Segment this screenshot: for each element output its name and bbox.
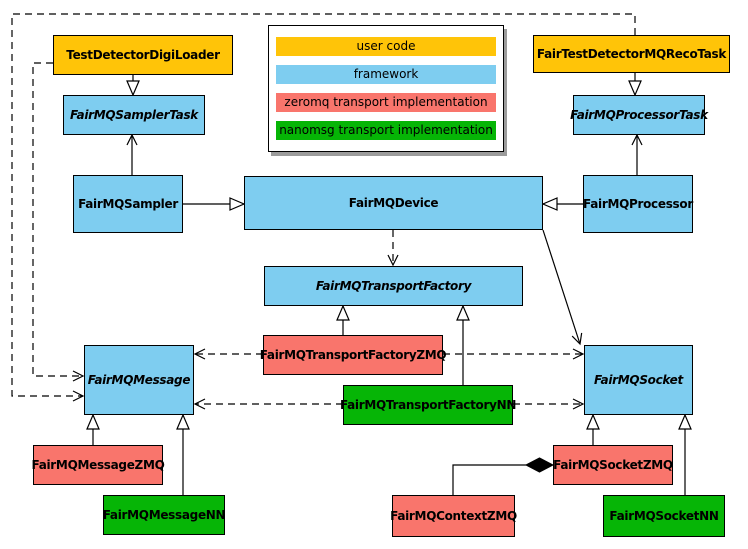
legend-item-nanomsg: nanomsg transport implementation bbox=[276, 121, 496, 140]
class-fairmqmessagenn: FairMQMessageNN bbox=[103, 495, 226, 535]
class-fairtestdetectormqrecotask: FairTestDetectorMQRecoTask bbox=[533, 35, 730, 73]
class-fairmqprocessor: FairMQProcessor bbox=[583, 175, 693, 233]
class-fairmqsocketnn: FairMQSocketNN bbox=[603, 495, 725, 537]
edge-device-socket bbox=[542, 229, 583, 346]
class-fairmqmessagezmq: FairMQMessageZMQ bbox=[32, 445, 165, 485]
legend-box: user code framework zeromq transport imp… bbox=[268, 25, 504, 152]
class-testdetectordigiloader: TestDetectorDigiLoader bbox=[53, 35, 233, 75]
class-fairmqtransportfactory: FairMQTransportFactory bbox=[264, 266, 523, 306]
legend-item-zeromq: zeromq transport implementation bbox=[276, 93, 496, 112]
class-fairmqsamplertask: FairMQSamplerTask bbox=[63, 95, 205, 135]
class-fairmqsocket: FairMQSocket bbox=[584, 345, 693, 415]
edge-contextzmq-socketzmq bbox=[452, 464, 526, 495]
legend-item-framework: framework bbox=[276, 65, 496, 84]
class-fairmqsampler: FairMQSampler bbox=[73, 175, 183, 233]
legend-item-user-code: user code bbox=[276, 37, 496, 56]
class-fairmqmessage: FairMQMessage bbox=[84, 345, 194, 415]
class-fairmqtransportfactoryzmq: FairMQTransportFactoryZMQ bbox=[260, 335, 447, 375]
class-fairmqsocketzmq: FairMQSocketZMQ bbox=[553, 445, 673, 485]
composition-diamond bbox=[524, 457, 555, 473]
class-fairmqtransportfactorynn: FairMQTransportFactoryNN bbox=[340, 385, 516, 425]
class-fairmqcontextzmq: FairMQContextZMQ bbox=[390, 495, 517, 537]
class-fairmqprocessortask: FairMQProcessorTask bbox=[570, 95, 708, 135]
class-fairmqdevice: FairMQDevice bbox=[244, 176, 543, 230]
edge-recotask-message bbox=[11, 13, 636, 402]
